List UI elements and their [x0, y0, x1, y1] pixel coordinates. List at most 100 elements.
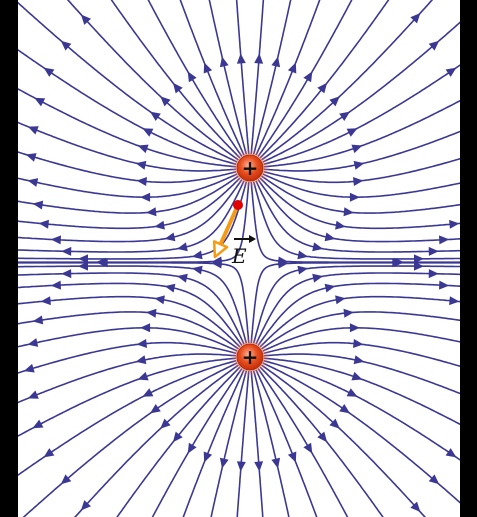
field-line [252, 0, 292, 155]
field-line-arrow [236, 461, 246, 472]
field-line [250, 370, 264, 517]
field-line [18, 359, 237, 477]
field-line-arrow [27, 338, 39, 347]
field-line-arrow [27, 178, 39, 187]
field-line [252, 370, 290, 517]
field-line [263, 64, 460, 166]
field-line-arrow [353, 160, 365, 170]
field-line [18, 353, 237, 404]
field-line-arrow [329, 96, 340, 107]
field-line-arrow [135, 160, 147, 170]
field-line [18, 151, 237, 184]
charge-bottom-body [236, 343, 264, 371]
field-line-arrow [343, 207, 354, 217]
field-line [18, 265, 248, 344]
field-line [18, 327, 238, 352]
field-line-arrow [445, 448, 457, 458]
field-line-arrow [439, 235, 450, 245]
field-line-arrow [211, 259, 222, 269]
field-line [263, 99, 460, 168]
field-line [18, 173, 238, 198]
field-line-arrow [60, 40, 72, 51]
field-line-arrow [203, 62, 213, 74]
field-line-arrow [146, 308, 157, 318]
field-line [263, 359, 460, 461]
field-line-arrow [317, 431, 328, 443]
field-line [263, 357, 460, 426]
field-line-arrow [60, 474, 72, 485]
field-line [179, 0, 245, 156]
charge-bottom-sign: + [242, 345, 259, 369]
field-line [18, 177, 241, 230]
field-line-arrow [414, 254, 424, 264]
field-line-arrow [187, 442, 197, 454]
field-line-arrow [312, 242, 323, 252]
field-line [262, 327, 460, 352]
field-line-arrow [172, 82, 183, 94]
field-line [18, 48, 237, 166]
field-line-arrow [219, 457, 229, 469]
field-line-arrow [40, 296, 51, 306]
field-line-arrow [351, 144, 363, 154]
field-line-arrow [439, 280, 450, 290]
field-line-arrow [324, 232, 336, 242]
field-line-arrow [78, 261, 88, 271]
field-line-arrow [137, 371, 149, 381]
field-line [18, 341, 237, 374]
field-line-arrow [177, 242, 188, 252]
field-line-arrow [329, 418, 340, 429]
field-vector-head [212, 240, 229, 259]
field-line-arrow [164, 232, 176, 242]
field-vector-shaft [216, 203, 240, 252]
field-line-arrow [150, 111, 161, 121]
vector-label-arrowhead [249, 235, 256, 243]
field-line [18, 262, 250, 344]
field-line [110, 0, 241, 159]
field-line-arrow [410, 13, 421, 24]
field-line [74, 364, 239, 517]
field-line-arrow [278, 259, 289, 269]
field-line-arrow [346, 388, 358, 397]
field-line [210, 370, 248, 517]
field-line [18, 179, 243, 243]
field-line [250, 262, 460, 344]
field-line [208, 0, 248, 155]
field-line-arrow [449, 296, 460, 306]
field-line-arrow [343, 308, 354, 318]
field-line-arrow [80, 14, 91, 25]
field-line-arrow [353, 177, 364, 186]
field-line-arrow [349, 323, 360, 333]
field-line-arrow [428, 40, 440, 51]
field-line [18, 180, 245, 253]
field-line [261, 364, 426, 517]
field-arrow-heads [23, 13, 460, 512]
field-line [263, 130, 460, 172]
field-vector [212, 200, 243, 259]
field-line [261, 311, 460, 350]
field-line-arrow [154, 220, 165, 230]
field-line-arrow [324, 283, 336, 293]
field-line [18, 311, 239, 350]
field-line-arrow [236, 53, 246, 64]
field-line-arrow [449, 219, 460, 229]
field-line-arrow [50, 235, 61, 245]
field-line-arrow [27, 390, 39, 399]
field-line-arrow [164, 283, 176, 293]
field-line [257, 179, 460, 243]
field-line-arrow [339, 111, 350, 121]
field-line-arrow [353, 355, 365, 365]
field-line [252, 181, 460, 260]
field-line [261, 175, 460, 214]
field-line-arrow [339, 404, 350, 414]
field-line-arrow [254, 53, 264, 64]
field-line-arrow [135, 355, 147, 365]
field-line-arrow [154, 295, 165, 305]
field-line-arrow [428, 474, 440, 485]
field-line-arrow [351, 371, 363, 381]
field-line-arrow [61, 269, 72, 279]
field-line-arrow [43, 67, 55, 77]
field-line-arrow [303, 442, 313, 454]
charge-top: + [230, 148, 270, 188]
field-line [259, 295, 460, 348]
field-line [259, 177, 460, 230]
